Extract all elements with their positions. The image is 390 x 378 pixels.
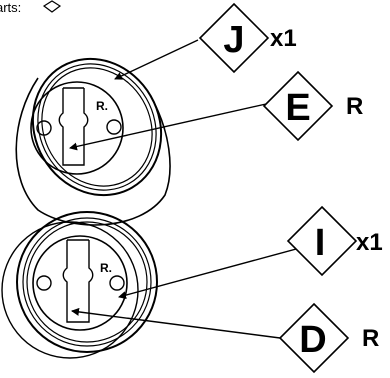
bottom-lock-screw-hole-right [109,275,125,291]
leader-i [118,241,323,300]
top-lock-plate [30,81,124,175]
callout-i-qty: x1 [356,229,383,256]
callout-e: E R [262,70,363,142]
top-lock-rim-mid [37,63,157,191]
callout-d-qty: R [362,325,379,352]
callout-j-letter: J [223,19,244,61]
bottom-lock-spindle-slot [62,240,94,323]
bottom-lock-screw-hole-left [36,275,52,291]
bottom-lock-rim-outer [16,211,158,353]
top-lock-rim-outer [31,57,163,197]
diamond-d-icon [278,302,350,374]
bottom-lock-plate [32,235,128,331]
leader-lines [69,39,323,339]
top-lock-body [15,77,171,226]
callout-i: I x1 [286,205,383,277]
callout-e-letter: E [285,87,310,129]
callout-i-letter: I [315,222,326,264]
top-lock-assembly: R. [15,57,171,226]
diamond-i-icon [286,205,358,277]
callout-j: J x1 [198,2,297,74]
bottom-lock-rim-mid [22,217,152,347]
diamond-j-icon [198,2,270,74]
bottom-lock-rim-inner [26,221,148,343]
header-diamond-icon [42,0,62,13]
callout-j-qty: x1 [270,25,297,52]
callout-e-qty: R [346,93,363,120]
leader-e [69,103,267,151]
callout-d: D R [278,302,379,374]
leader-d [71,307,281,339]
header-label: arts: [0,0,21,15]
leader-j [114,39,199,80]
top-lock-spindle-slot [58,88,89,166]
bottom-lock-assembly: R. [1,211,158,359]
bottom-plate-mark: R. [100,261,112,275]
top-lock-screw-hole-right [106,119,122,135]
top-lock-screw-hole-left [36,120,52,136]
top-plate-mark: R. [96,99,108,113]
diamond-e-icon [262,70,334,142]
top-lock-rim-inner [41,67,153,187]
bottom-lock-body-shadow [1,221,139,359]
callout-d-letter: D [299,319,326,361]
